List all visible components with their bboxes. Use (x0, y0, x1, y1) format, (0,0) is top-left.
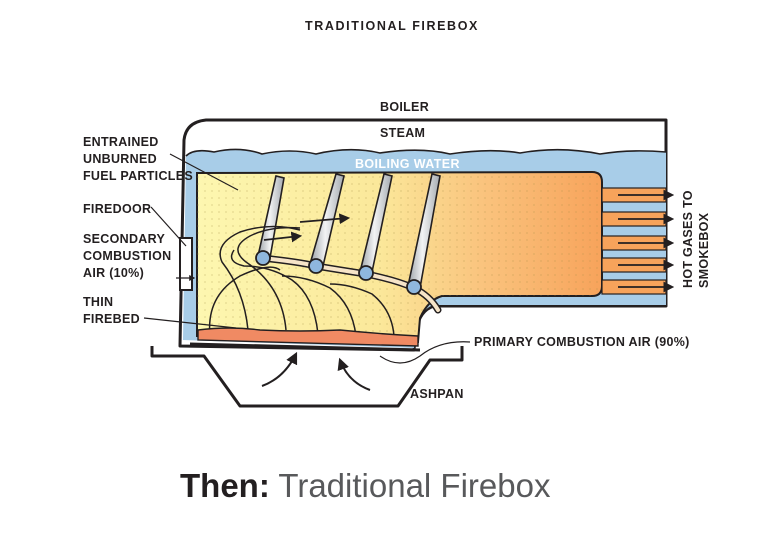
fire-chamber (196, 170, 603, 344)
ashpan (150, 346, 464, 408)
flow-arrows (263, 213, 351, 243)
label-boiling-water: BOILING WATER (355, 157, 460, 171)
leader-lines (143, 153, 471, 364)
firedoor (179, 237, 193, 291)
water-surface (185, 148, 667, 157)
svg-text:HOT GASES TO: HOT GASES TO (681, 190, 695, 288)
grate (189, 342, 421, 352)
label-ashpan: ASHPAN (410, 387, 464, 401)
label-primary-air: PRIMARY COMBUSTION AIR (90%) (474, 335, 690, 349)
flame-paths (208, 225, 395, 337)
label-secondary-air: SECONDARY COMBUSTION AIR (10%) (83, 232, 175, 280)
label-hot-gases: HOT GASES TO SMOKEBOX (681, 190, 711, 288)
label-entrained: ENTRAINED UNBURNED FUEL PARTICLES (83, 135, 193, 183)
header-title: TRADITIONAL FIREBOX (305, 19, 479, 33)
svg-text:SMOKEBOX: SMOKEBOX (697, 212, 711, 288)
caption: Then: Traditional Firebox (180, 467, 551, 504)
caption-rest: Traditional Firebox (270, 467, 551, 504)
label-thin-firebed: THIN FIREBED (83, 295, 140, 326)
primary-air-arrows (261, 351, 371, 391)
label-steam: STEAM (380, 126, 425, 140)
caption-bold: Then: (180, 467, 270, 504)
label-firedoor: FIREDOOR (83, 202, 151, 216)
hot-gas-arrows (618, 189, 675, 293)
label-boiler: BOILER (380, 100, 429, 114)
circulator-tubes (255, 173, 441, 295)
